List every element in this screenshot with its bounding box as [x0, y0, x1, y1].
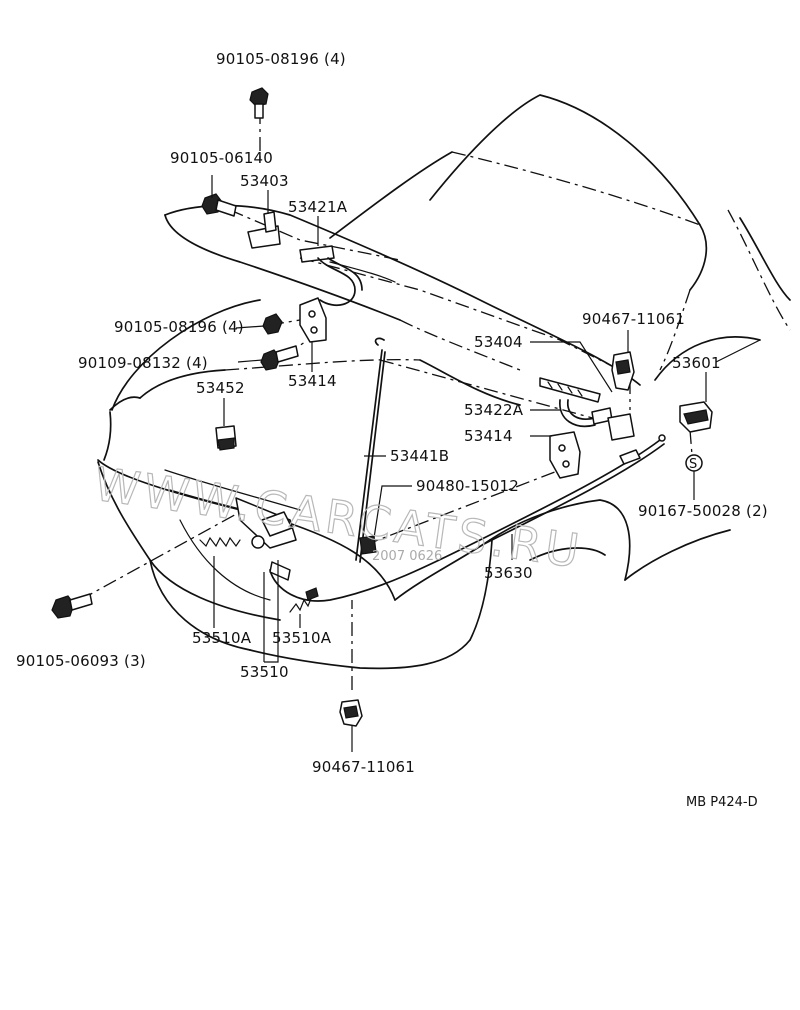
clip-right-top-icon [611, 351, 635, 391]
svg-text:S: S [689, 457, 697, 472]
car-body-outline [97, 94, 791, 670]
label-bolt-hinge-upper: 90105-06140 [170, 149, 273, 167]
bolt-body-icon [260, 345, 299, 371]
label-hinge-bracket-left: 53403 [240, 172, 289, 190]
clip-bottom-icon [339, 699, 363, 727]
bumper-cushion-icon [215, 425, 237, 451]
faint-code: 2007 0626 [372, 549, 442, 564]
screw-right-icon: S [685, 454, 703, 472]
support-rod-icon [355, 337, 386, 563]
label-lock-assy: 53510 [240, 663, 289, 681]
hinge-bracket-left-icon [247, 211, 281, 249]
label-bumper-cushion: 53452 [196, 379, 245, 397]
spring-right-icon [289, 587, 319, 613]
spring-left-icon [199, 536, 241, 548]
hinge-body-right-icon [549, 413, 635, 479]
part-labels: 90105-08196 (4) 90105-06140 53403 53421A… [16, 50, 768, 776]
bolt-hinge-mid-icon [262, 313, 283, 335]
hinge-bracket-right-icon [539, 377, 601, 403]
watermark: WWW.CARCATS.RU [91, 457, 586, 579]
rod-holder-icon [359, 535, 377, 555]
lock-assy-icon [235, 497, 297, 581]
label-rod-holder: 90480-15012 [416, 477, 519, 495]
label-hinge-body-right: 53414 [464, 427, 513, 445]
label-bolt-body: 90109-08132 (4) [78, 354, 208, 372]
label-bolt-hinge-mid: 90105-08196 (4) [114, 318, 244, 336]
label-leaders [211, 175, 761, 752]
label-hinge-right: 53422A [464, 401, 524, 419]
label-release-lever: 53601 [672, 354, 721, 372]
label-hinge-body-left: 53414 [288, 372, 337, 390]
bolt-lock-icon [51, 593, 93, 619]
label-spring-left: 53510A [192, 629, 252, 647]
page-code: MB P424-D [686, 795, 758, 810]
label-support-rod: 53441B [390, 447, 449, 465]
label-release-cable: 53630 [484, 564, 533, 582]
bolt-top-icon [249, 87, 269, 119]
label-bolt-lock: 90105-06093 (3) [16, 652, 146, 670]
label-clip-right-top: 90467-11061 [582, 310, 685, 328]
label-bolt-top: 90105-08196 (4) [216, 50, 346, 68]
release-cable-icon [269, 434, 666, 602]
label-hinge-left: 53421A [288, 198, 348, 216]
hinge-left-icon [299, 245, 363, 307]
hinge-right-icon [559, 399, 613, 428]
label-clip-bottom: 90467-11061 [312, 758, 415, 776]
label-hinge-bracket-right: 53404 [474, 333, 523, 351]
hinge-body-left-icon [299, 297, 327, 343]
label-screw-right: 90167-50028 (2) [638, 502, 768, 520]
label-spring-right: 53510A [272, 629, 332, 647]
release-lever-icon [679, 401, 713, 433]
bolt-hinge-upper-icon [201, 193, 237, 217]
